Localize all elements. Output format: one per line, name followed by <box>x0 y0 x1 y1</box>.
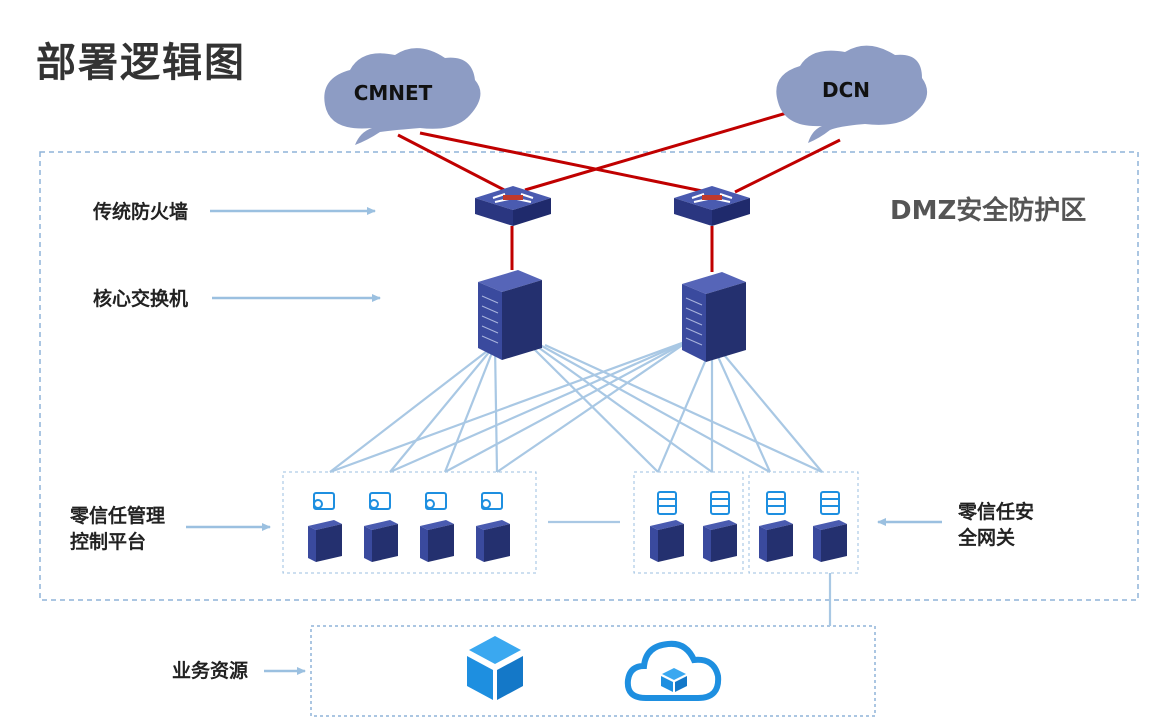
gateway-servers <box>650 491 847 562</box>
business-zone-border <box>310 625 876 717</box>
cloud-cmnet-label: CMNET <box>354 81 433 105</box>
firewall-1 <box>475 186 551 226</box>
wan-links <box>397 110 841 272</box>
gateway-label-line1: 零信任安 <box>958 501 1035 523</box>
business-resources-label: 业务资源 <box>172 660 249 682</box>
core-switch-1 <box>478 270 542 360</box>
cloud-cmnet: CMNET <box>324 48 481 145</box>
gateway-server-2 <box>703 491 737 562</box>
dmz-zone-border <box>39 151 1139 601</box>
cloud-cube-icon <box>624 640 722 701</box>
cloud-dcn: DCN <box>776 45 928 143</box>
core-switch-label: 核心交换机 <box>93 288 189 310</box>
cube-icon <box>467 636 523 700</box>
firewall-label: 传统防火墙 <box>93 201 189 223</box>
core-switch-2 <box>682 272 746 362</box>
control-server-1 <box>308 492 342 562</box>
page-title: 部署逻辑图 <box>36 40 246 86</box>
gateway-group-2 <box>748 471 859 574</box>
lan-links <box>329 338 832 626</box>
label-arrows <box>186 207 942 675</box>
control-platform-servers <box>308 492 510 562</box>
control-server-2 <box>364 492 398 562</box>
gateway-server-3 <box>759 491 793 562</box>
control-server-3 <box>420 492 454 562</box>
gateway-server-4 <box>813 491 847 562</box>
control-platform-label-line2: 控制平台 <box>70 531 147 553</box>
dmz-zone-label: DMZ安全防护区 <box>890 196 1087 226</box>
control-platform-label: 零信任管理 控制平台 <box>70 503 165 555</box>
gateway-label-line2: 全网关 <box>958 527 1016 549</box>
control-platform-label-line1: 零信任管理 <box>70 505 166 527</box>
control-server-4 <box>476 492 510 562</box>
gateway-group-1 <box>633 471 744 574</box>
gateway-label: 零信任安 全网关 <box>958 499 1034 551</box>
cloud-dcn-label: DCN <box>822 78 870 102</box>
control-platform-group <box>282 471 537 574</box>
gateway-server-1 <box>650 491 684 562</box>
firewall-2 <box>674 186 750 226</box>
